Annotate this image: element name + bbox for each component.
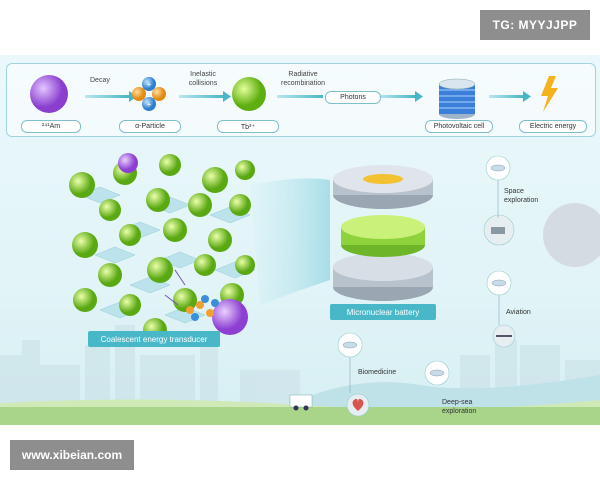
flow-graphics: + + [30, 75, 558, 119]
moon-illustration [543, 203, 600, 267]
arrow-label-inelastic: Inelastic collisions [188, 71, 218, 87]
main-illustration [69, 153, 600, 417]
application-space-line2: exploration [504, 197, 539, 204]
application-biomedicine: Biomedicine [358, 368, 396, 377]
application-biomedicine-label: Biomedicine [358, 369, 397, 376]
crystal-lattice [69, 153, 256, 342]
micronuclear-battery-illustration [333, 165, 433, 301]
application-space-line1: Space [504, 188, 524, 195]
city-background [0, 325, 600, 425]
photovoltaic-cell-icon [438, 78, 476, 119]
lightning-icon [541, 76, 558, 112]
arrow-label-decay: Decay [90, 77, 110, 84]
americium-particle-bottom [212, 299, 248, 335]
stage-alpha-particle: α-Particle [119, 120, 181, 133]
application-deep-sea-line1: Deep-sea [442, 399, 473, 406]
application-space-exploration: Space exploration [504, 187, 538, 205]
americium-atom [30, 75, 68, 113]
terbium-atom [232, 77, 266, 111]
watermark-top: TG: MYYJJPP [480, 10, 590, 40]
application-deep-sea: Deep-sea exploration [442, 398, 476, 416]
stage-photons: Photons [325, 91, 381, 104]
transducer-label: Coalescent energy transducer [88, 331, 220, 347]
application-deep-sea-line2: exploration [442, 408, 477, 415]
diagram-scene: + + Decay Inelastic collisions Radiative… [0, 55, 600, 425]
svg-text:+: + [147, 80, 152, 89]
application-aviation: Aviation [506, 308, 531, 317]
battery-label: Micronuclear battery [330, 304, 436, 320]
stage-terbium: Tb³⁺ [217, 120, 279, 133]
arrow-label-radiative: Radiative recombination [281, 71, 325, 87]
stage-photovoltaic-cell: Photovoltaic cell [425, 120, 493, 133]
americium-particle-top [118, 153, 138, 173]
svg-text:+: + [147, 100, 152, 109]
process-flow-panel: + + Decay Inelastic collisions Radiative… [6, 63, 596, 137]
stage-electric-energy: Electric energy [519, 120, 587, 133]
watermark-bottom: www.xibeian.com [10, 440, 134, 470]
stage-americium: ²⁴¹Am [21, 120, 81, 133]
application-aviation-label: Aviation [506, 309, 531, 316]
